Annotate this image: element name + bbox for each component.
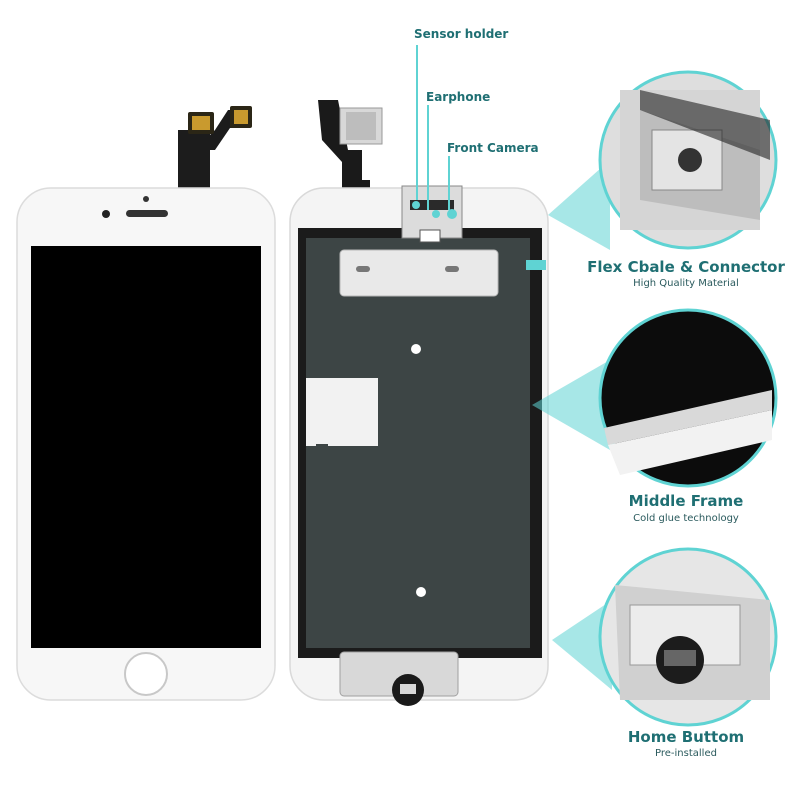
detail-middle-frame [532, 308, 778, 488]
back-phone [289, 185, 549, 706]
front-earpiece [126, 210, 168, 217]
feature-subtitle-flex-connector: High Quality Material [633, 278, 739, 289]
feature-title-flex-connector: Flex Cbale & Connector [587, 258, 785, 276]
front-flex-cable [178, 106, 252, 190]
feature-subtitle-middle-frame: Cold glue technology [633, 513, 739, 524]
front-display [31, 246, 261, 648]
feature-subtitle-home-button: Pre-installed [655, 748, 717, 759]
feature-title-home-button: Home Buttom [627, 728, 745, 746]
front-home-button [124, 652, 168, 696]
detail-home-button [552, 547, 778, 727]
callout-sensor-holder: Sensor holder [414, 27, 509, 41]
metal-shield [306, 238, 530, 648]
front-camera-dot [102, 210, 110, 218]
callout-front-camera: Front Camera [447, 141, 539, 155]
callout-earphone: Earphone [426, 90, 491, 104]
front-sensor-dot [143, 196, 149, 202]
callout-lines [416, 45, 450, 210]
detail-flex-connector [548, 70, 778, 250]
front-phone [16, 187, 276, 701]
feature-title-middle-frame: Middle Frame [628, 492, 744, 510]
